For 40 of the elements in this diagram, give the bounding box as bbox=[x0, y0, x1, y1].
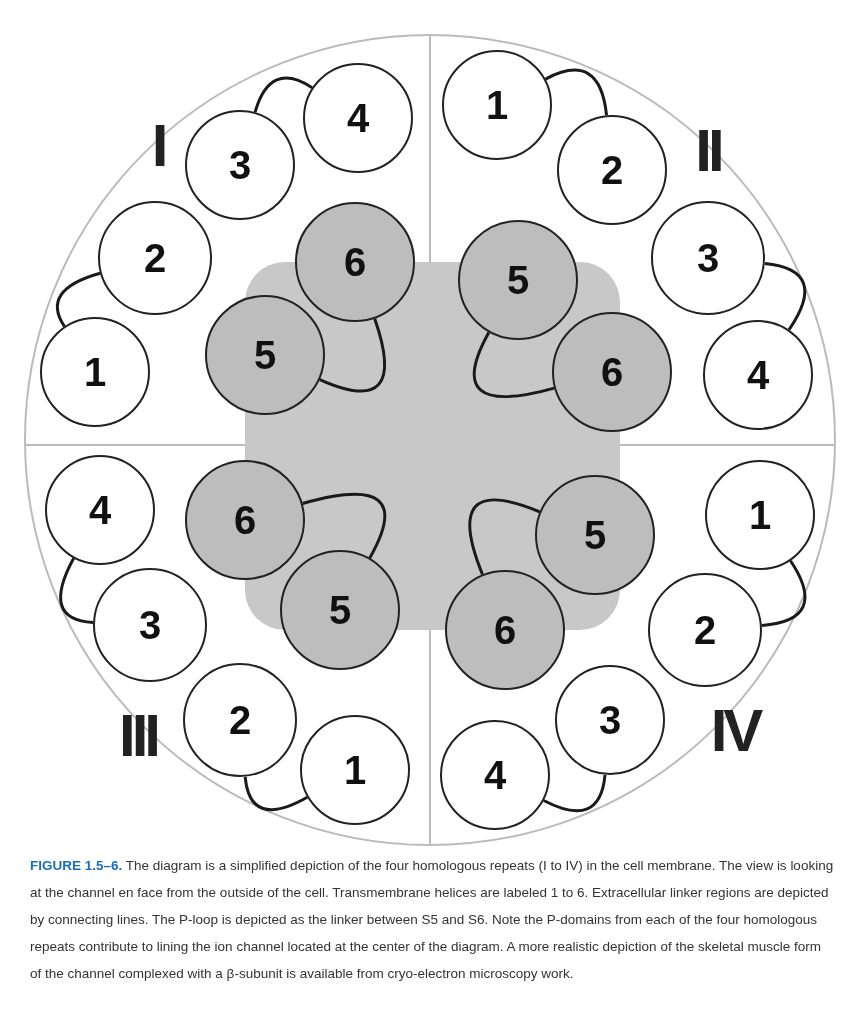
helix-circle: 2 bbox=[557, 115, 667, 225]
helix-circle: 2 bbox=[98, 201, 212, 315]
linker-line bbox=[56, 271, 101, 328]
linker-line bbox=[319, 318, 386, 393]
linker-line bbox=[253, 76, 313, 113]
pore-helix-circle: 6 bbox=[185, 460, 305, 580]
repeat-numeral: III bbox=[119, 700, 157, 770]
helix-circle: 1 bbox=[40, 317, 150, 427]
helix-circle: 3 bbox=[651, 201, 765, 315]
repeat-numeral: I bbox=[151, 110, 165, 180]
pore-helix-circle: 5 bbox=[280, 550, 400, 670]
pore-helix-circle: 6 bbox=[445, 570, 565, 690]
linker-line bbox=[472, 331, 555, 399]
repeat-numeral: IV bbox=[710, 695, 760, 765]
helix-circle: 2 bbox=[648, 573, 762, 687]
helix-circle: 4 bbox=[45, 455, 155, 565]
pore-helix-circle: 6 bbox=[552, 312, 672, 432]
linker-line bbox=[764, 262, 807, 331]
linker-line bbox=[761, 559, 807, 627]
helix-circle: 1 bbox=[300, 715, 410, 825]
linker-line bbox=[243, 776, 308, 812]
repeat-numeral: II bbox=[695, 115, 721, 185]
linker-line bbox=[468, 498, 541, 575]
pore-helix-circle: 5 bbox=[458, 220, 578, 340]
figure-caption: FIGURE 1.5–6. The diagram is a simplified depiction of the four homologous repeats (I to IV) in the cell membrane. The view is looking at the channel en face from the outside of the cell. Transmembrane helices are labeled 1 to 6. Extracellular linker regions are depicted by connecting lines. The P-loop is depicted as the linker between S5 and S6. Note the P-domains from each of the four homologous repeats contribute to lining the ion channel located at the center of the diagram. A more realistic depiction of the skeletal muscle form of the channel complexed with a β-subunit is available from cryo-electron microscopy work. bbox=[30, 857, 835, 983]
helix-circle: 3 bbox=[185, 110, 295, 220]
linker-line bbox=[543, 774, 607, 813]
pore-helix-circle: 6 bbox=[295, 202, 415, 322]
linker-line bbox=[59, 557, 94, 624]
helix-circle: 4 bbox=[303, 63, 413, 173]
helix-circle: 1 bbox=[705, 460, 815, 570]
pore-helix-circle: 5 bbox=[205, 295, 325, 415]
helix-circle: 3 bbox=[555, 665, 665, 775]
helix-circle: 4 bbox=[440, 720, 550, 830]
helix-circle: 3 bbox=[93, 568, 207, 682]
linker-line bbox=[302, 492, 387, 559]
linker-line bbox=[544, 68, 608, 116]
helix-circle: 1 bbox=[442, 50, 552, 160]
helix-circle: 2 bbox=[183, 663, 297, 777]
helix-circle: 4 bbox=[703, 320, 813, 430]
